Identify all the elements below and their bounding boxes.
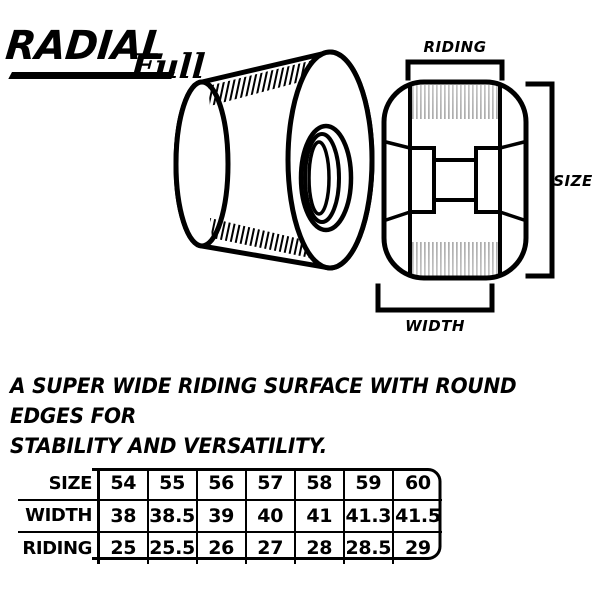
row-header-riding: RIDING [18, 531, 100, 564]
cell-width-2: 39 [195, 498, 247, 534]
cell-width-5: 41.3 [342, 498, 394, 534]
cell-riding-5: 28.5 [342, 531, 394, 564]
row-header-width: WIDTH [18, 498, 100, 534]
cell-riding-0: 25 [97, 531, 149, 564]
dimension-riding [405, 59, 505, 81]
dimension-size [525, 81, 555, 279]
wheel-perspective-view [173, 49, 375, 271]
cell-size-3: 57 [244, 468, 296, 501]
cell-size-2: 56 [195, 468, 247, 501]
cell-size-6: 60 [391, 468, 442, 501]
product-tagline: A SUPER WIDE RIDING SURFACE WITH ROUND E… [10, 374, 517, 459]
wheel-illustration: RIDING SIZE WIDTH [173, 38, 593, 335]
cell-riding-4: 28 [293, 531, 345, 564]
dimension-width [375, 283, 495, 313]
cell-riding-3: 27 [244, 531, 296, 564]
cell-width-0: 38 [97, 498, 149, 534]
cell-width-1: 38.5 [146, 498, 198, 534]
cell-size-1: 55 [146, 468, 198, 501]
cell-width-4: 41 [293, 498, 345, 534]
cell-size-4: 58 [293, 468, 345, 501]
cell-size-0: 54 [97, 468, 149, 501]
wheel-cross-section-view [381, 79, 529, 281]
label-riding: RIDING [423, 38, 486, 56]
label-size: SIZE [553, 172, 593, 190]
row-header-size: SIZE [18, 468, 100, 501]
cell-size-5: 59 [342, 468, 394, 501]
cell-riding-6: 29 [391, 531, 442, 564]
cell-riding-2: 26 [195, 531, 247, 564]
cell-width-3: 40 [244, 498, 296, 534]
cell-width-6: 41.5 [391, 498, 442, 534]
cell-riding-1: 25.5 [146, 531, 198, 564]
label-width: WIDTH [405, 317, 465, 335]
